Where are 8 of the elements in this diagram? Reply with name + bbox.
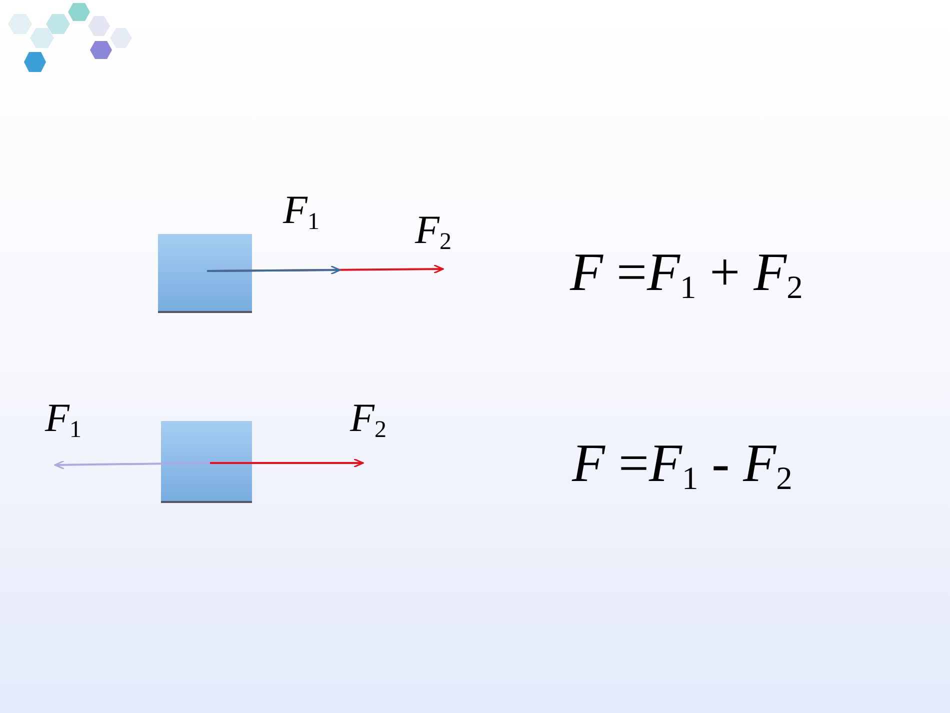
equation: F =F$_{1}$ + F$_{2}$ [570,245,803,304]
block [158,234,252,313]
force-label: F$_{1}$ [45,398,82,442]
force-label: F$_{2}$ [350,398,386,442]
force-label: F$_{2}$ [415,210,452,254]
equation: F =F$_{1}$ - F$_{2}$ [572,436,792,496]
force-label: F$_{1}$ [283,190,320,234]
block [161,421,252,503]
